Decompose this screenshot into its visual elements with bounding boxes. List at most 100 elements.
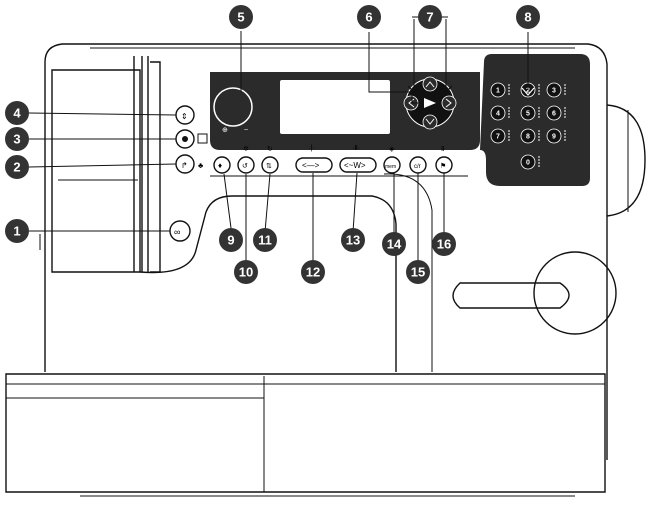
stitch-length-button[interactable] bbox=[339, 157, 377, 173]
callout-label-12: 12 bbox=[306, 265, 320, 280]
stitch-key-4[interactable] bbox=[490, 105, 506, 121]
needle-threader-icon: ∞ bbox=[174, 227, 180, 237]
reverse-top-icon: ✲ bbox=[243, 145, 249, 153]
callout-badge-14 bbox=[382, 232, 406, 256]
reverse-button[interactable] bbox=[237, 156, 255, 174]
auto-lock-side-icon bbox=[197, 133, 208, 144]
stitch-key-label-1: 1 bbox=[496, 88, 500, 95]
start-stop-button[interactable] bbox=[213, 156, 231, 174]
callout-badge-3 bbox=[5, 127, 29, 151]
thread-cutter-icon: ↱ bbox=[181, 161, 188, 170]
reverse-icon: ↺ bbox=[242, 163, 248, 170]
callout-badge-10 bbox=[234, 260, 258, 284]
stitch-key-label-3: 3 bbox=[552, 88, 556, 95]
leader-lines bbox=[28, 16, 529, 262]
speed-dial[interactable] bbox=[213, 87, 253, 127]
callout-label-4: 4 bbox=[13, 106, 21, 121]
callout-label-9: 9 bbox=[227, 233, 234, 248]
stitch-width-top-icon: ·|· bbox=[308, 145, 314, 152]
up-arrow-button[interactable] bbox=[422, 76, 438, 92]
bobbin-top-icon: Ⅱ bbox=[441, 146, 444, 153]
needle-up-down-button[interactable] bbox=[261, 156, 279, 174]
stitch-key-label-2: 2 bbox=[526, 88, 530, 95]
stitch-key-label-5: 5 bbox=[526, 111, 530, 118]
stitch-key-6[interactable] bbox=[546, 105, 562, 121]
stitch-length-icon: <~W> bbox=[344, 161, 366, 170]
stitch-key-9[interactable] bbox=[546, 128, 562, 144]
rabbit-icon: ~ bbox=[244, 127, 248, 134]
needle-bar-lines bbox=[133, 56, 149, 272]
up-arrow-icon bbox=[425, 81, 435, 88]
spool-pin-circle bbox=[533, 251, 617, 335]
free-arm-base bbox=[5, 373, 606, 493]
machine-body bbox=[5, 43, 646, 497]
callout-8-arrow bbox=[521, 87, 535, 96]
stitch-keypad: 1 2 3 4 5 6 7 8 9 0 bbox=[490, 82, 566, 170]
stitch-key-1[interactable] bbox=[490, 82, 506, 98]
callout-badge-8 bbox=[516, 5, 540, 29]
callout-label-1: 1 bbox=[13, 224, 20, 239]
callout-badge-16 bbox=[432, 232, 456, 256]
memory-top-icon: ◈ bbox=[389, 146, 395, 153]
callout-label-15: 15 bbox=[411, 265, 425, 280]
callout-badge-1 bbox=[5, 219, 29, 243]
stitch-key-7[interactable] bbox=[490, 128, 506, 144]
callout-label-8: 8 bbox=[524, 10, 531, 25]
machine-top-outline bbox=[44, 43, 608, 460]
stitch-width-icon: <—> bbox=[302, 161, 320, 170]
bobbin-icon: ⚑ bbox=[440, 162, 446, 170]
down-arrow-icon bbox=[425, 118, 435, 125]
callout-badge-13 bbox=[341, 228, 365, 252]
callout-badge-6 bbox=[357, 5, 381, 29]
thread-path-line bbox=[383, 173, 433, 372]
callout-7-arrow-right bbox=[439, 85, 453, 93]
stitch-key-label-9: 9 bbox=[552, 134, 556, 141]
stitch-keypad-bg bbox=[480, 54, 590, 186]
callout-badge-5 bbox=[229, 5, 253, 29]
memory-button-label: mem bbox=[385, 164, 396, 170]
stitch-key-label-4: 4 bbox=[496, 111, 500, 118]
right-arrow-icon bbox=[445, 98, 452, 108]
callout-label-6: 6 bbox=[365, 10, 372, 25]
thread-cutter-side-icon: ♣ bbox=[198, 161, 204, 170]
callout-label-7: 7 bbox=[426, 10, 433, 25]
stitch-key-0[interactable] bbox=[520, 154, 536, 170]
down-arrow-button[interactable] bbox=[422, 114, 438, 130]
edit-icon: c/r bbox=[414, 164, 421, 170]
arm-opening bbox=[139, 195, 397, 372]
thread-guide bbox=[150, 61, 161, 273]
stitch-key-label-8: 8 bbox=[526, 134, 530, 141]
auto-lock-icon bbox=[182, 136, 188, 142]
start-stop-icon: ♦ bbox=[218, 161, 222, 170]
needle-up-down-top-icon: ↻ bbox=[267, 146, 273, 153]
callout-badge-9 bbox=[219, 228, 243, 252]
callout-label-2: 2 bbox=[13, 160, 20, 175]
stitch-key-label-7: 7 bbox=[496, 134, 500, 141]
needle-position-icon: ⇕ bbox=[181, 112, 188, 121]
callout-badge-2 bbox=[5, 155, 29, 179]
stitch-width-button[interactable] bbox=[295, 157, 333, 173]
memory-button[interactable] bbox=[383, 156, 401, 174]
stitch-key-8[interactable] bbox=[520, 128, 536, 144]
right-arrow-button[interactable] bbox=[441, 95, 457, 111]
callout-label-3: 3 bbox=[13, 132, 20, 147]
callout-badge-4 bbox=[5, 101, 29, 125]
callout-7-arrow-left bbox=[407, 85, 421, 93]
left-buttons: ⇕ ↱ ♣ ∞ bbox=[169, 105, 208, 242]
speed-dial-icon: ⊕ bbox=[222, 127, 228, 134]
stitch-key-3[interactable] bbox=[546, 82, 562, 98]
stitch-key-5[interactable] bbox=[520, 105, 536, 121]
callout-label-14: 14 bbox=[387, 237, 402, 252]
bobbin-winder-bar bbox=[452, 282, 570, 309]
ok-triangle-icon[interactable] bbox=[424, 98, 436, 108]
lcd-screen bbox=[280, 80, 390, 134]
stitch-key-label-6: 6 bbox=[552, 111, 556, 118]
callout-label-13: 13 bbox=[346, 233, 360, 248]
callout-label-11: 11 bbox=[258, 233, 272, 248]
stitch-key-label-0: 0 bbox=[526, 160, 530, 167]
callout-badge-15 bbox=[406, 260, 430, 284]
control-panel: ⊕ ~ 1 2 3 4 5 6 7 8 9 0 bbox=[210, 54, 590, 186]
